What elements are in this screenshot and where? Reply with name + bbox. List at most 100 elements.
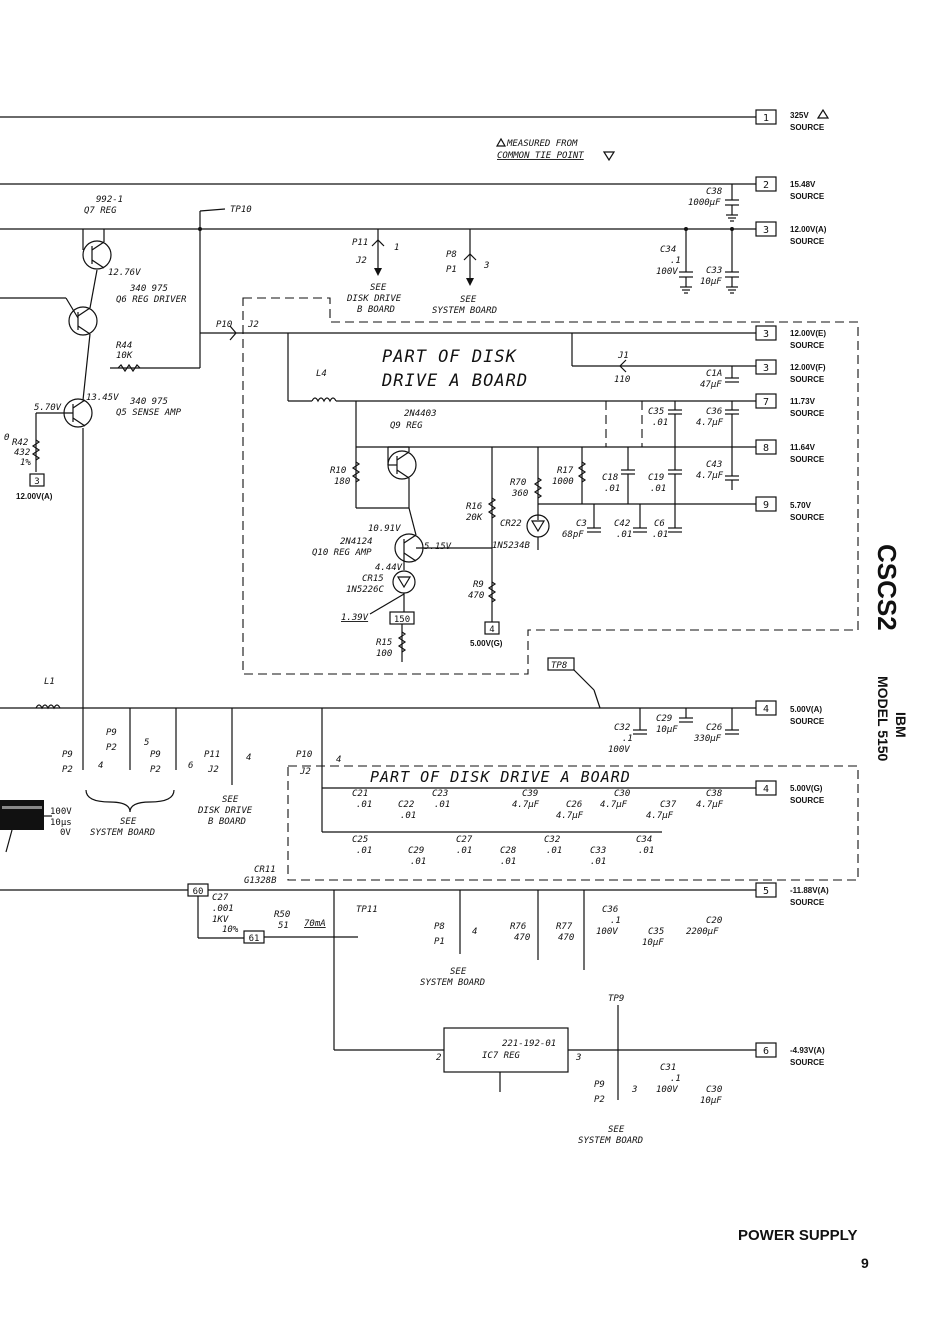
svg-text:100: 100 [376,649,392,659]
svg-text:1.39V: 1.39V [341,613,369,623]
svg-text:6: 6 [763,1046,769,1057]
svg-text:TP9: TP9 [608,994,624,1004]
svg-text:P9: P9 [62,750,73,760]
svg-text:10K: 10K [116,351,133,361]
svg-text:R70: R70 [510,478,526,488]
svg-text:G1328B: G1328B [244,876,277,886]
svg-text:SOURCE: SOURCE [790,341,825,350]
svg-text:IC7 REG: IC7 REG [482,1051,521,1061]
svg-text:SYSTEM BOARD: SYSTEM BOARD [432,306,497,316]
svg-text:C39: C39 [522,789,538,799]
svg-text:10.91V: 10.91V [368,524,401,534]
transistor-q7: 992-1 Q7 REG 12.76V [82,195,141,278]
disk-drive-a-upper: PART OF DISK DRIVE A BOARD P10 J2 3 12.0… [200,297,859,675]
svg-text:SOURCE: SOURCE [790,123,825,132]
output-pin-1 [755,109,777,125]
svg-text:2: 2 [763,180,769,191]
svg-text:325V: 325V [790,111,809,120]
svg-text:P2: P2 [150,765,161,775]
svg-text:4: 4 [489,625,494,635]
tie-point-triangle-icon [816,108,830,119]
rail-325v: 1 325V SOURCE [0,108,830,132]
svg-text:10µF: 10µF [656,725,678,735]
svg-text:.1: .1 [670,256,681,266]
rail-15v48: 2 15.48V SOURCE C38 1000µF [0,176,825,222]
svg-text:P9: P9 [106,728,117,738]
svg-text:.01: .01 [604,484,620,494]
svg-text:R15: R15 [376,638,392,648]
svg-text:P1: P1 [434,937,445,947]
svg-text:R9: R9 [473,580,484,590]
svg-text:SOURCE: SOURCE [790,455,825,464]
svg-text:PART OF DISK DRIVE A BOARD: PART OF DISK DRIVE A BOARD [370,768,631,786]
svg-text:2N4124: 2N4124 [340,537,373,547]
svg-text:C32: C32 [614,723,630,733]
svg-text:J2: J2 [299,767,311,777]
svg-text:12.00V(E): 12.00V(E) [790,329,826,338]
svg-text:110: 110 [614,375,630,385]
svg-text:MEASURED FROM: MEASURED FROM [506,139,578,149]
svg-text:.01: .01 [638,846,654,856]
svg-text:.01: .01 [410,857,426,867]
svg-text:C23: C23 [432,789,448,799]
svg-text:P11: P11 [204,750,220,760]
svg-text:C35: C35 [648,927,664,937]
svg-text:1000: 1000 [552,477,574,487]
svg-text:.01: .01 [546,846,562,856]
svg-text:1N5226C: 1N5226C [346,585,385,595]
svg-text:.01: .01 [356,800,372,810]
svg-text:C33: C33 [590,846,606,856]
svg-text:3: 3 [763,363,769,374]
svg-text:12.76V: 12.76V [108,268,141,278]
svg-text:-4.93V(A): -4.93V(A) [790,1046,825,1055]
svg-text:CR22: CR22 [500,519,522,529]
svg-text:4.7µF: 4.7µF [696,471,724,481]
svg-text:5: 5 [144,738,149,748]
svg-text:992-1: 992-1 [96,195,123,205]
svg-text:C35: C35 [648,407,664,417]
svg-text:DRIVE A BOARD: DRIVE A BOARD [381,371,528,391]
svg-text:4: 4 [472,927,477,937]
svg-text:B BOARD: B BOARD [357,305,395,315]
svg-text:P11: P11 [352,238,368,248]
svg-text:2: 2 [436,1053,441,1063]
svg-text:P10: P10 [216,320,232,330]
svg-text:20K: 20K [466,513,483,523]
svg-text:C28: C28 [500,846,516,856]
svg-text:470: 470 [514,933,530,943]
svg-text:P9: P9 [594,1080,605,1090]
svg-text:C43: C43 [706,460,722,470]
svg-text:470: 470 [558,933,574,943]
svg-text:CSCS2: CSCS2 [872,544,902,631]
svg-text:.1: .1 [670,1074,681,1084]
svg-text:Q6 REG DRIVER: Q6 REG DRIVER [116,295,187,305]
svg-text:R10: R10 [330,466,346,476]
svg-text:P2: P2 [594,1095,605,1105]
svg-text:R16: R16 [466,502,482,512]
svg-text:SOURCE: SOURCE [790,796,825,805]
svg-text:.01: .01 [434,800,450,810]
svg-text:-11.88V(A): -11.88V(A) [790,886,829,895]
svg-text:.01: .01 [356,846,372,856]
svg-text:C20: C20 [706,916,722,926]
svg-text:4.7µF: 4.7µF [600,800,628,810]
svg-text:SEE: SEE [120,817,137,827]
svg-text:C38: C38 [706,789,722,799]
svg-text:1KV: 1KV [212,915,229,925]
svg-text:J2: J2 [355,256,367,266]
svg-text:1N5234B: 1N5234B [492,541,531,551]
svg-text:P1: P1 [446,265,457,275]
svg-text:5.00V(A): 5.00V(A) [790,705,822,714]
svg-text:TP11: TP11 [356,905,378,915]
svg-text:PART OF DISK: PART OF DISK [382,347,518,367]
svg-text:10µF: 10µF [700,1096,722,1106]
svg-text:47µF: 47µF [700,380,722,390]
svg-text:10%: 10% [222,925,239,935]
svg-text:4: 4 [98,761,103,771]
svg-text:C30: C30 [706,1085,722,1095]
svg-text:11.73V: 11.73V [790,397,816,406]
connectors-p9: P9 P2 4 P9 P2 5 P9 P2 6 SEE SYSTEM BOARD… [62,708,341,838]
svg-text:C37: C37 [660,800,677,810]
